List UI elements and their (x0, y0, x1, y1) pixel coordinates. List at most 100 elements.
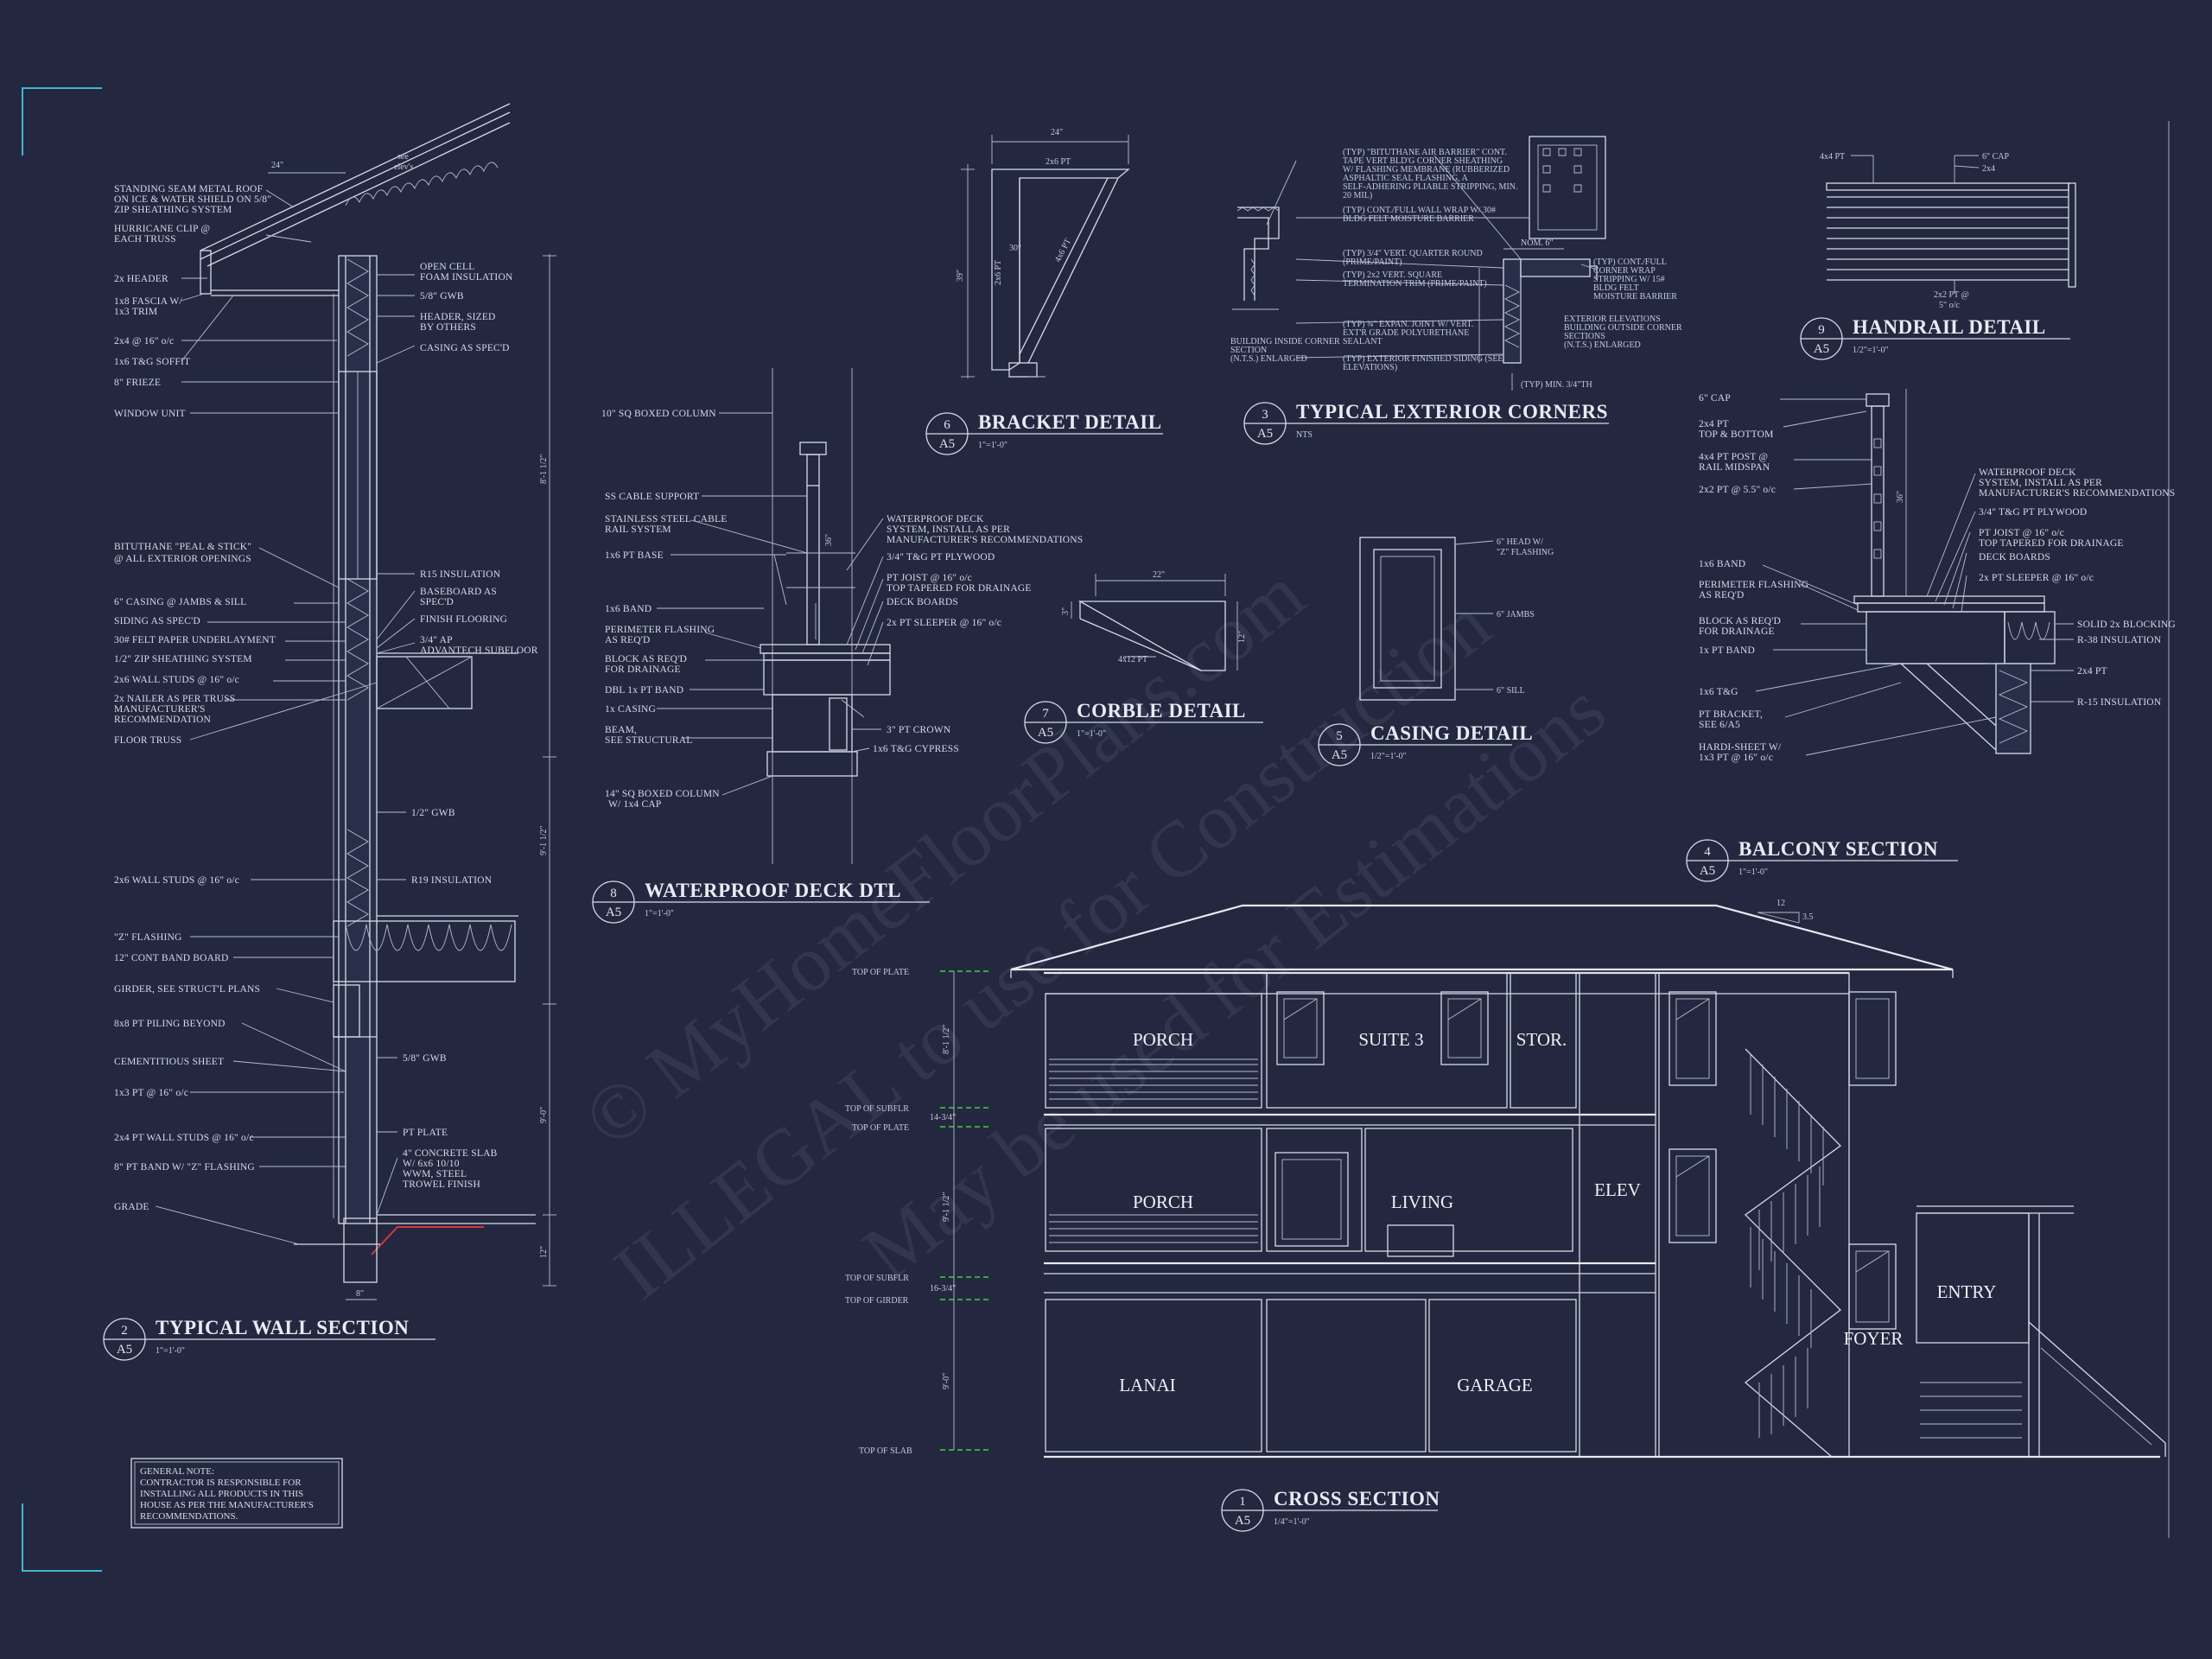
wall-note: 2x6 WALL STUDS @ 16" o/c (114, 875, 239, 886)
balcony-note: 6" CAP (1699, 393, 1731, 404)
detail-title-3: 3 A5 TYPICAL EXTERIOR CORNERS NTS (1243, 401, 1609, 445)
detail-sheet: A5 (1814, 342, 1829, 356)
wall-section-notes-right: OPEN CELL FOAM INSULATION 5/8" GWB HEADE… (403, 262, 538, 1190)
balcony-note: TOP & BOTTOM (1699, 429, 1774, 440)
deck-note: 10" SQ BOXED COLUMN (601, 409, 716, 419)
detail-sheet: A5 (1257, 427, 1273, 441)
detail-sheet: A5 (117, 1343, 132, 1357)
detail-number: 9 (1818, 323, 1825, 337)
corner-note: TAPE VERT BLD'G CORNER SHEATHING (1343, 156, 1503, 166)
detail-scale: 1/4"=1'-0" (1274, 1517, 1310, 1527)
general-note-line: INSTALLING ALL PRODUCTS IN THIS (140, 1489, 303, 1499)
deck-note: 1x6 BAND (605, 604, 652, 614)
balcony-note: R-38 INSULATION (2077, 635, 2162, 645)
balcony-note: SEE 6/A5 (1699, 720, 1740, 730)
wall-note: @ ALL EXTERIOR OPENINGS (114, 554, 251, 564)
balcony-note: TOP TAPERED FOR DRAINAGE (1979, 538, 2124, 549)
wall-note: GIRDER, SEE STRUCT'L PLANS (114, 984, 260, 995)
detail-number: 6 (944, 418, 950, 432)
level-label: TOP OF PLATE (852, 1123, 909, 1133)
wall-note: 3/4" AP (420, 635, 453, 645)
dim-label: elev's (394, 162, 413, 172)
wall-note: 8" PT BAND W/ "Z" FLASHING (114, 1162, 255, 1173)
balcony-note: WATERPROOF DECK (1979, 467, 2076, 478)
detail-number: 3 (1262, 408, 1268, 422)
balcony-note: 2x4 PT (1699, 419, 1729, 429)
wall-note: WINDOW UNIT (114, 409, 186, 419)
detail-scale: 1/2"=1'-0" (1853, 346, 1889, 355)
wall-note: 5/8" GWB (420, 291, 464, 302)
room-label: PORCH (1133, 1192, 1193, 1212)
dim-label: 24" (271, 161, 283, 170)
dim-label: 4x6 PT (1053, 237, 1073, 264)
balcony-notes-right: WATERPROOF DECK SYSTEM, INSTALL AS PER M… (1896, 467, 2176, 708)
deck-dtl-notes-left: 10" SQ BOXED COLUMN SS CABLE SUPPORT STA… (601, 409, 727, 810)
balcony-note: R-15 INSULATION (2077, 697, 2162, 708)
level-label: TOP OF PLATE (852, 968, 909, 977)
balcony-note: 2x4 PT (2077, 666, 2107, 677)
dim-label: 30° (1009, 244, 1021, 253)
balcony-section-drawing (1755, 389, 2074, 756)
detail-title: CASING DETAIL (1370, 722, 1533, 744)
deck-note: BLOCK AS REQ'D (605, 654, 687, 664)
detail-sheet: A5 (1038, 726, 1053, 740)
wall-note: W/ 6x6 10/10 (403, 1159, 460, 1169)
balcony-note: 1x6 BAND (1699, 559, 1745, 569)
corner-note: STRIPPING W/ 15# (1593, 275, 1665, 284)
detail-sheet: A5 (1235, 1514, 1250, 1528)
wall-section-dimensions: 24" see elev's 8'-1 1/2" 9'-1 1/2" 9'-0"… (271, 152, 549, 1299)
balcony-note: SOLID 2x BLOCKING (2077, 620, 2176, 630)
handrail-detail-drawing: 4x4 PT 6" CAP 2x4 2x2 PT @ 5" o/c (1820, 152, 2076, 310)
room-label: STOR. (1516, 1029, 1567, 1050)
wall-note: SPEC'D (420, 597, 454, 607)
corner-note: (TYP) "BITUTHANE AIR BARRIER" CONT. (1343, 148, 1507, 157)
corner-note: BLDG FELT MOISTURE BARRIER (1343, 214, 1474, 224)
wall-note: 1x8 FASCIA W/ (114, 296, 182, 307)
deck-note: WATERPROOF DECK (887, 514, 984, 524)
typical-wall-section-drawing (155, 103, 556, 1300)
wall-note: CASING AS SPEC'D (420, 343, 510, 353)
detail-title: WATERPROOF DECK DTL (645, 880, 901, 901)
dim-label: 8'-1 1/2" (942, 1025, 951, 1055)
corner-note: (TYP) CONT./FULL WALL WRAP W/ 30# (1343, 206, 1496, 215)
wall-section-notes-left: STANDING SEAM METAL ROOF ON ICE & WATER … (114, 184, 276, 1212)
wall-note: RECOMMENDATION (114, 715, 212, 725)
casing-note: 6" JAMBS (1497, 610, 1535, 620)
deck-note: 3/4" T&G PT PLYWOOD (887, 552, 995, 563)
corble-detail-drawing: 22" 4x12 PT 12" 3" (1061, 570, 1247, 671)
detail-number: 5 (1336, 729, 1343, 743)
corner-note: (N.T.S.) ENLARGED (1564, 340, 1641, 350)
detail-title: TYPICAL WALL SECTION (156, 1317, 409, 1338)
balcony-note: DECK BOARDS (1979, 552, 2050, 563)
balcony-note: AS REQ'D (1699, 590, 1745, 601)
dim-label: 24" (1051, 128, 1063, 137)
detail-sheet: A5 (939, 437, 955, 451)
deck-note: W/ 1x4 CAP (608, 799, 661, 810)
deck-note: SS CABLE SUPPORT (605, 492, 699, 502)
corner-note: (TYP) MIN. 3/4"TH (1521, 380, 1592, 390)
detail-number: 7 (1042, 707, 1049, 721)
corner-note: CORNER WRAP (1593, 266, 1656, 276)
wall-note: 8" FRIEZE (114, 378, 161, 388)
corner-note: MOISTURE BARRIER (1593, 292, 1677, 302)
corner-note: EXT'R GRADE POLYURETHANE (1343, 328, 1469, 338)
balcony-note: 4x4 PT POST @ (1699, 452, 1768, 462)
casing-detail-drawing: 6" HEAD W/ "Z" FLASHING 6" JAMBS 6" SILL (1359, 537, 1554, 701)
deck-note: DECK BOARDS (887, 597, 958, 607)
room-label: LIVING (1391, 1192, 1453, 1212)
dim-label: 8'-1 1/2" (539, 454, 549, 485)
room-label: SUITE 3 (1358, 1029, 1423, 1050)
handrail-note: 2x2 PT @ (1934, 290, 1969, 300)
corner-note: BUILDING OUTSIDE CORNER (1564, 323, 1682, 333)
wall-note: PT PLATE (403, 1128, 448, 1138)
dim-label: 9'-1 1/2" (942, 1192, 951, 1223)
balcony-note: 1x6 T&G (1699, 687, 1738, 697)
wall-note: 4" CONCRETE SLAB (403, 1148, 498, 1159)
wall-note: 12" CONT BAND BOARD (114, 953, 229, 963)
deck-note: 1x6 PT BASE (605, 550, 664, 561)
wall-note: ZIP SHEATHING SYSTEM (114, 205, 232, 215)
balcony-note: BLOCK AS REQ'D (1699, 616, 1781, 626)
detail-title: CORBLE DETAIL (1077, 700, 1246, 721)
